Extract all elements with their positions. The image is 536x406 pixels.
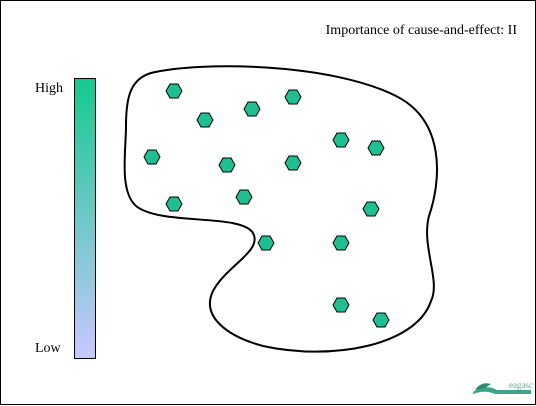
hexagon-node	[196, 112, 214, 128]
hexagon-node	[367, 140, 385, 156]
logo-text: eagasc	[509, 380, 533, 390]
scale-high-label: High	[35, 81, 63, 96]
hexagon-node	[332, 297, 350, 313]
hexagon-node	[143, 149, 161, 165]
system-boundary-blob	[123, 65, 439, 353]
hexagon-node	[284, 89, 302, 105]
hexagon-node	[332, 132, 350, 148]
teagasc-logo-icon	[473, 383, 531, 394]
hexagon-node	[218, 157, 236, 173]
node-group	[143, 83, 390, 328]
hexagon-node	[235, 189, 253, 205]
hexagon-node	[284, 155, 302, 171]
hexagon-node	[257, 235, 275, 251]
importance-gradient-bar	[74, 78, 96, 359]
hexagon-node	[165, 196, 183, 212]
hexagon-node	[362, 201, 380, 217]
hexagon-node	[165, 83, 183, 99]
hexagon-node	[372, 312, 390, 328]
slide-title: Importance of cause-and-effect: II	[325, 23, 517, 38]
hexagon-node	[243, 101, 261, 117]
hexagon-node	[332, 235, 350, 251]
scale-low-label: Low	[35, 341, 61, 356]
